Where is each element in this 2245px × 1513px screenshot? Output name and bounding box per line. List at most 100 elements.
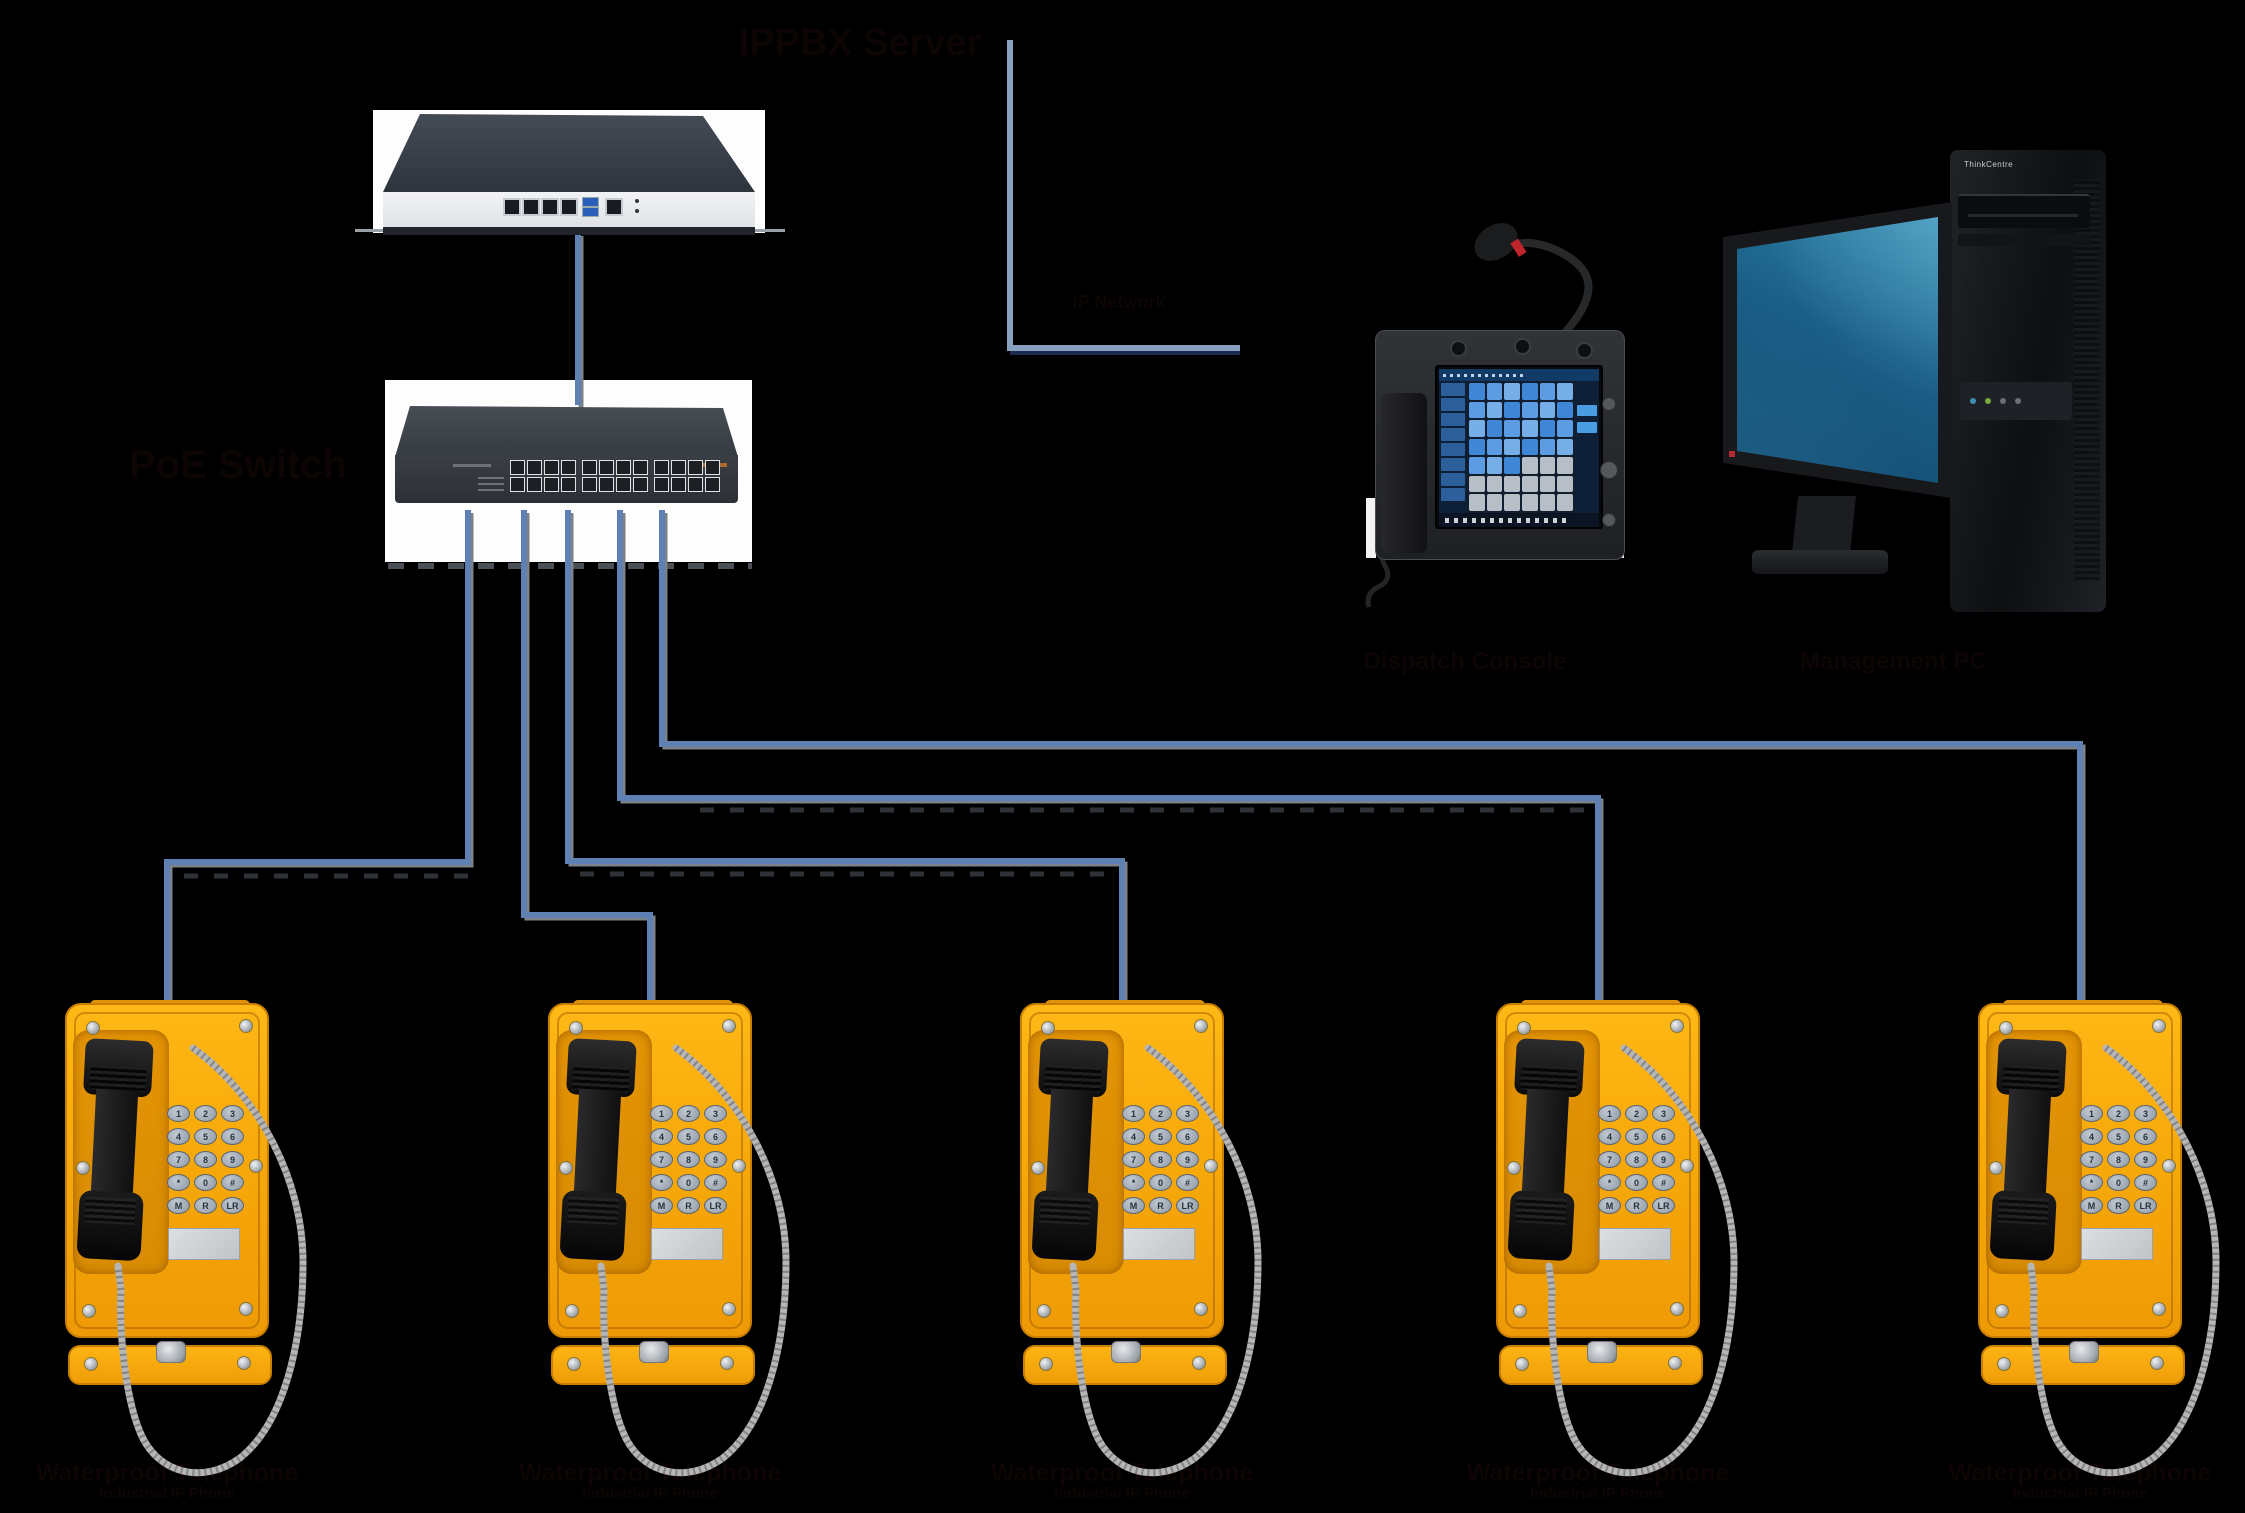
extension-key	[1469, 401, 1485, 419]
screw	[2152, 1019, 2166, 1033]
handset-earpiece	[82, 1038, 154, 1098]
screw	[84, 1357, 98, 1371]
dispatch-console	[1375, 330, 1625, 560]
handset-earpiece	[565, 1038, 637, 1098]
server-top-face	[383, 114, 755, 192]
switch-port	[561, 477, 576, 492]
number-card-window	[2081, 1228, 2153, 1260]
console-port	[605, 198, 623, 216]
keypad-key-8: 8	[1149, 1151, 1172, 1168]
screw	[82, 1304, 96, 1318]
keypad-key-*: *	[1598, 1174, 1621, 1191]
console-handset	[1381, 393, 1427, 553]
switch-port	[510, 460, 525, 475]
keypad-key-R: R	[194, 1197, 217, 1214]
extension-key	[1486, 494, 1503, 511]
switch-port	[705, 460, 720, 475]
keypad-key-9: 9	[1176, 1151, 1199, 1168]
handset-grip	[1521, 1088, 1570, 1201]
status-dot	[1471, 373, 1474, 377]
switch-port	[599, 477, 614, 492]
extension-key	[1504, 420, 1520, 437]
extension-key	[1504, 475, 1520, 493]
keypad-key-7: 7	[650, 1151, 673, 1168]
bottom-indicator	[1490, 517, 1494, 523]
switch-port	[599, 460, 614, 475]
extension-key	[1557, 438, 1573, 456]
bracket-bolt	[639, 1341, 669, 1363]
ethernet-port	[560, 198, 578, 216]
tower-vents	[2074, 180, 2100, 580]
keypad-key-4: 4	[2080, 1128, 2103, 1145]
keypad-key-2: 2	[194, 1105, 217, 1122]
keypad-key-#: #	[2134, 1174, 2157, 1191]
keypad-key-0: 0	[2107, 1174, 2130, 1191]
extension-key	[1486, 383, 1503, 400]
power-led	[635, 209, 639, 213]
status-dot	[1485, 373, 1488, 377]
switch-top-face	[395, 406, 738, 457]
handset-earpiece	[1995, 1038, 2067, 1098]
screw	[1997, 1357, 2011, 1371]
handset-mouthpiece	[1031, 1189, 1099, 1262]
screw	[2162, 1159, 2176, 1173]
pc-monitor	[1723, 202, 1952, 498]
keypad-key-8: 8	[1625, 1151, 1648, 1168]
keypad-key-8: 8	[2107, 1151, 2130, 1168]
extension-key	[1504, 457, 1520, 474]
switch-port-column	[582, 460, 597, 494]
bottom-indicator	[1463, 517, 1467, 523]
keypad-key-7: 7	[167, 1151, 190, 1168]
screw	[76, 1161, 90, 1175]
screw	[1031, 1161, 1045, 1175]
extension-key	[1539, 494, 1556, 511]
switch-label: PoE Switch	[129, 443, 347, 487]
keypad-key-3: 3	[221, 1105, 244, 1122]
keypad-key-7: 7	[2080, 1151, 2103, 1168]
screw	[1999, 1021, 2013, 1035]
extension-key	[1522, 494, 1538, 511]
pc-tower: ThinkCentre	[1950, 150, 2106, 612]
screen-status-bar	[1439, 369, 1599, 381]
ethernet-port	[522, 198, 540, 216]
screw	[567, 1357, 581, 1371]
keypad-key-*: *	[2080, 1174, 2103, 1191]
switch-port	[654, 477, 669, 492]
extension-key	[1486, 457, 1503, 474]
phone-label-line2: Industrial IP Phone	[1530, 1485, 1666, 1503]
monitor-base	[1752, 550, 1888, 574]
keypad-key-3: 3	[2134, 1105, 2157, 1122]
keypad-key-8: 8	[194, 1151, 217, 1168]
bottom-indicator	[1508, 517, 1512, 523]
management-pc-label: Management PC	[1800, 648, 1987, 675]
extension-key	[1522, 475, 1538, 493]
extension-key	[1557, 475, 1573, 493]
speaker-hole	[1450, 340, 1467, 357]
armored-handset-cord	[597, 1044, 790, 1477]
bottom-indicator	[1454, 517, 1458, 523]
bottom-indicator	[1499, 517, 1503, 523]
switch-port	[671, 460, 686, 475]
keypad-key-7: 7	[1598, 1151, 1621, 1168]
phone-handset	[1029, 1038, 1121, 1266]
cable-switch-to-phone-1	[164, 510, 471, 1012]
phone-handset	[74, 1038, 166, 1266]
status-dot	[1513, 373, 1516, 377]
screw	[1507, 1161, 1521, 1175]
screw	[565, 1304, 579, 1318]
switch-port	[688, 477, 703, 492]
switch-led-legend	[478, 477, 504, 491]
keypad-key-*: *	[650, 1174, 673, 1191]
keypad-key-6: 6	[1176, 1128, 1199, 1145]
extension-key	[1504, 494, 1520, 511]
ip-pbx-server	[373, 110, 765, 235]
monitor-screen	[1737, 217, 1938, 483]
switch-port-column	[527, 460, 542, 494]
extension-key	[1469, 438, 1485, 456]
microphone-capsule	[1474, 223, 1518, 261]
phone-label-line2: Industrial IP Phone	[582, 1485, 718, 1503]
keypad-key-LR: LR	[1176, 1197, 1199, 1214]
number-card-window	[1599, 1228, 1671, 1260]
